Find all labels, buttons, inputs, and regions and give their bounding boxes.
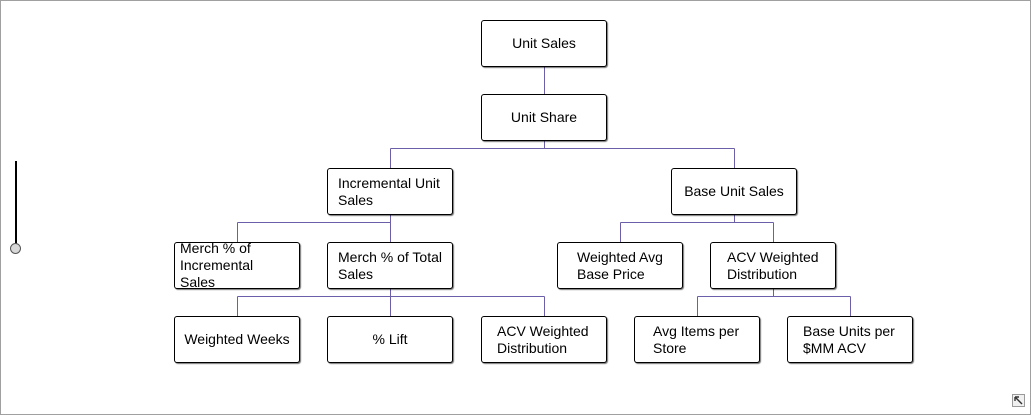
node-weighted-avg-base-price[interactable]: Weighted Avg Base Price [557,242,683,289]
node-label: Avg Items per Store [653,322,740,356]
node-avg-items-per-store[interactable]: Avg Items per Store [634,316,760,363]
node-label: Weighted Avg Base Price [577,248,663,282]
expand-corner-button[interactable] [1012,394,1025,407]
node-incremental-unit-sales[interactable]: Incremental Unit Sales [327,168,453,215]
node-acv-weighted-distribution-base[interactable]: ACV Weighted Distribution [710,242,836,289]
node-acv-weighted-distribution-merch[interactable]: ACV Weighted Distribution [481,316,607,363]
node-pct-lift[interactable]: % Lift [327,316,453,363]
node-label: % Lift [372,331,408,347]
node-unit-share[interactable]: Unit Share [481,94,607,141]
node-merch-pct-incremental-sales[interactable]: Merch % of Incremental Sales [174,240,300,290]
node-label: Base Unit Sales [684,183,784,199]
zoom-slider-handle[interactable] [10,243,21,254]
node-label: ACV Weighted Distribution [727,248,819,282]
node-base-unit-sales[interactable]: Base Unit Sales [671,168,797,215]
node-base-units-per-mm-acv[interactable]: Base Units per $MM ACV [787,316,913,363]
node-label: Merch % of Incremental Sales [180,240,254,290]
node-unit-sales[interactable]: Unit Sales [481,20,607,67]
zoom-slider[interactable] [10,161,22,255]
zoom-slider-track[interactable] [15,161,17,245]
arrow-up-left-icon [1014,396,1023,405]
node-label: ACV Weighted Distribution [497,322,589,356]
node-merch-pct-total-sales[interactable]: Merch % of Total Sales [327,242,453,289]
node-label: Unit Sales [512,35,576,51]
node-label: Merch % of Total Sales [338,248,443,282]
node-label: Incremental Unit Sales [338,174,440,208]
node-label: Base Units per $MM ACV [803,322,895,356]
node-label: Unit Share [510,109,578,125]
node-weighted-weeks[interactable]: Weighted Weeks [174,316,300,363]
node-label: Weighted Weeks [184,331,290,347]
